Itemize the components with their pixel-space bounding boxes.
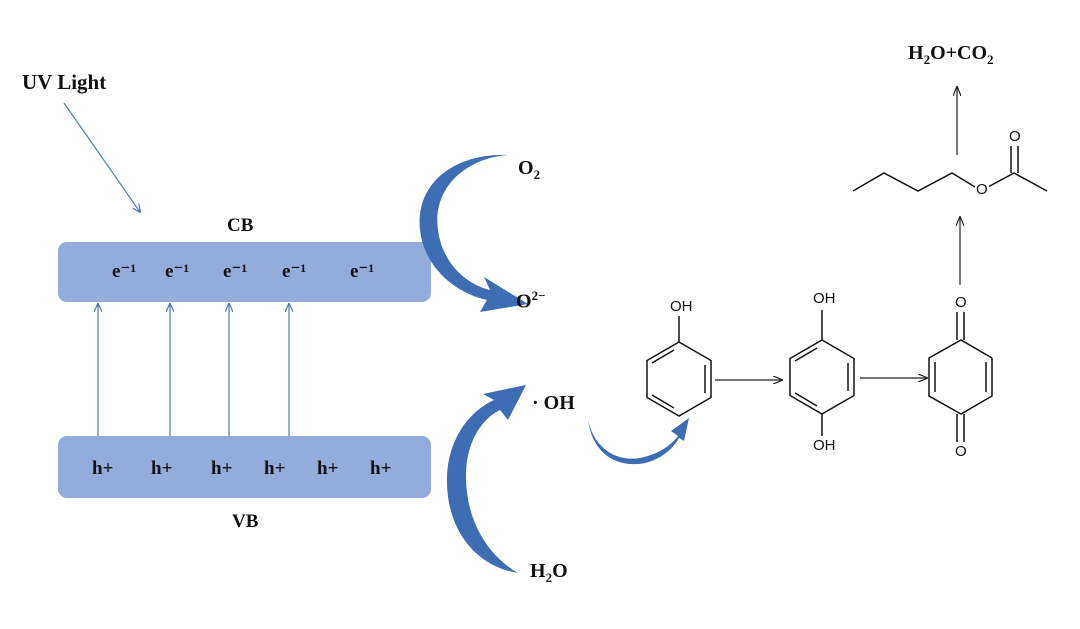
hole-label: h+	[211, 458, 233, 479]
valence-band-label: VB	[232, 511, 259, 532]
benzoquinone-bottom-o-label: O	[954, 443, 968, 460]
carbonyl-oxygen-label: O	[1008, 128, 1022, 145]
hole-label: h+	[151, 458, 173, 479]
hydroquinone-structure	[789, 310, 855, 436]
water-label: H2O	[530, 561, 568, 584]
oxygen-label: O2	[518, 158, 540, 181]
conduction-band-label: CB	[227, 215, 254, 236]
benzoquinone-top-o-label: O	[954, 294, 968, 311]
final-sub1: 2	[923, 52, 931, 67]
reduction-curved-arrow	[419, 154, 528, 312]
superoxide-label: O2−	[516, 289, 545, 312]
final-sub2: 2	[987, 52, 994, 67]
superoxide-symbol: O	[516, 290, 532, 313]
final-oco: O+CO	[930, 42, 988, 64]
uv-light-arrow	[63, 102, 140, 212]
electron-label: e⁻¹	[350, 261, 375, 282]
hydroquinone-bottom-oh-label: OH	[812, 437, 837, 454]
phenol-oh-label: OH	[669, 298, 694, 315]
oxygen-subscript: 2	[533, 167, 541, 182]
water-o: O	[552, 560, 568, 582]
hole-label: h+	[370, 458, 392, 479]
oxidation-curved-arrow	[446, 385, 526, 573]
superoxide-charge: 2−	[531, 288, 546, 303]
conduction-band	[58, 242, 431, 302]
hydroxyl-radical-label: · OH	[532, 392, 575, 414]
final-h: H	[908, 42, 924, 64]
hole-label: h+	[92, 458, 114, 479]
oxygen-symbol: O	[518, 157, 534, 179]
benzoquinone-structure	[928, 312, 993, 442]
butyl-acetate-structure	[852, 146, 1048, 192]
valence-band	[58, 436, 431, 498]
hydroxyl-attack-arrow	[588, 418, 689, 465]
water-h: H	[530, 560, 546, 582]
phenol-structure	[646, 316, 712, 417]
ester-oxygen-label: O	[975, 181, 989, 198]
hole-label: h+	[264, 458, 286, 479]
hydroquinone-top-oh-label: OH	[812, 290, 837, 307]
electron-label: e⁻¹	[223, 261, 248, 282]
electron-label: e⁻¹	[165, 261, 190, 282]
uv-light-label: UV Light	[22, 70, 107, 94]
water-subscript: 2	[545, 570, 553, 585]
electron-label: e⁻¹	[112, 261, 137, 282]
hole-label: h+	[317, 458, 339, 479]
final-products-label: H2O+CO2	[908, 43, 994, 66]
electron-label: e⁻¹	[282, 261, 307, 282]
